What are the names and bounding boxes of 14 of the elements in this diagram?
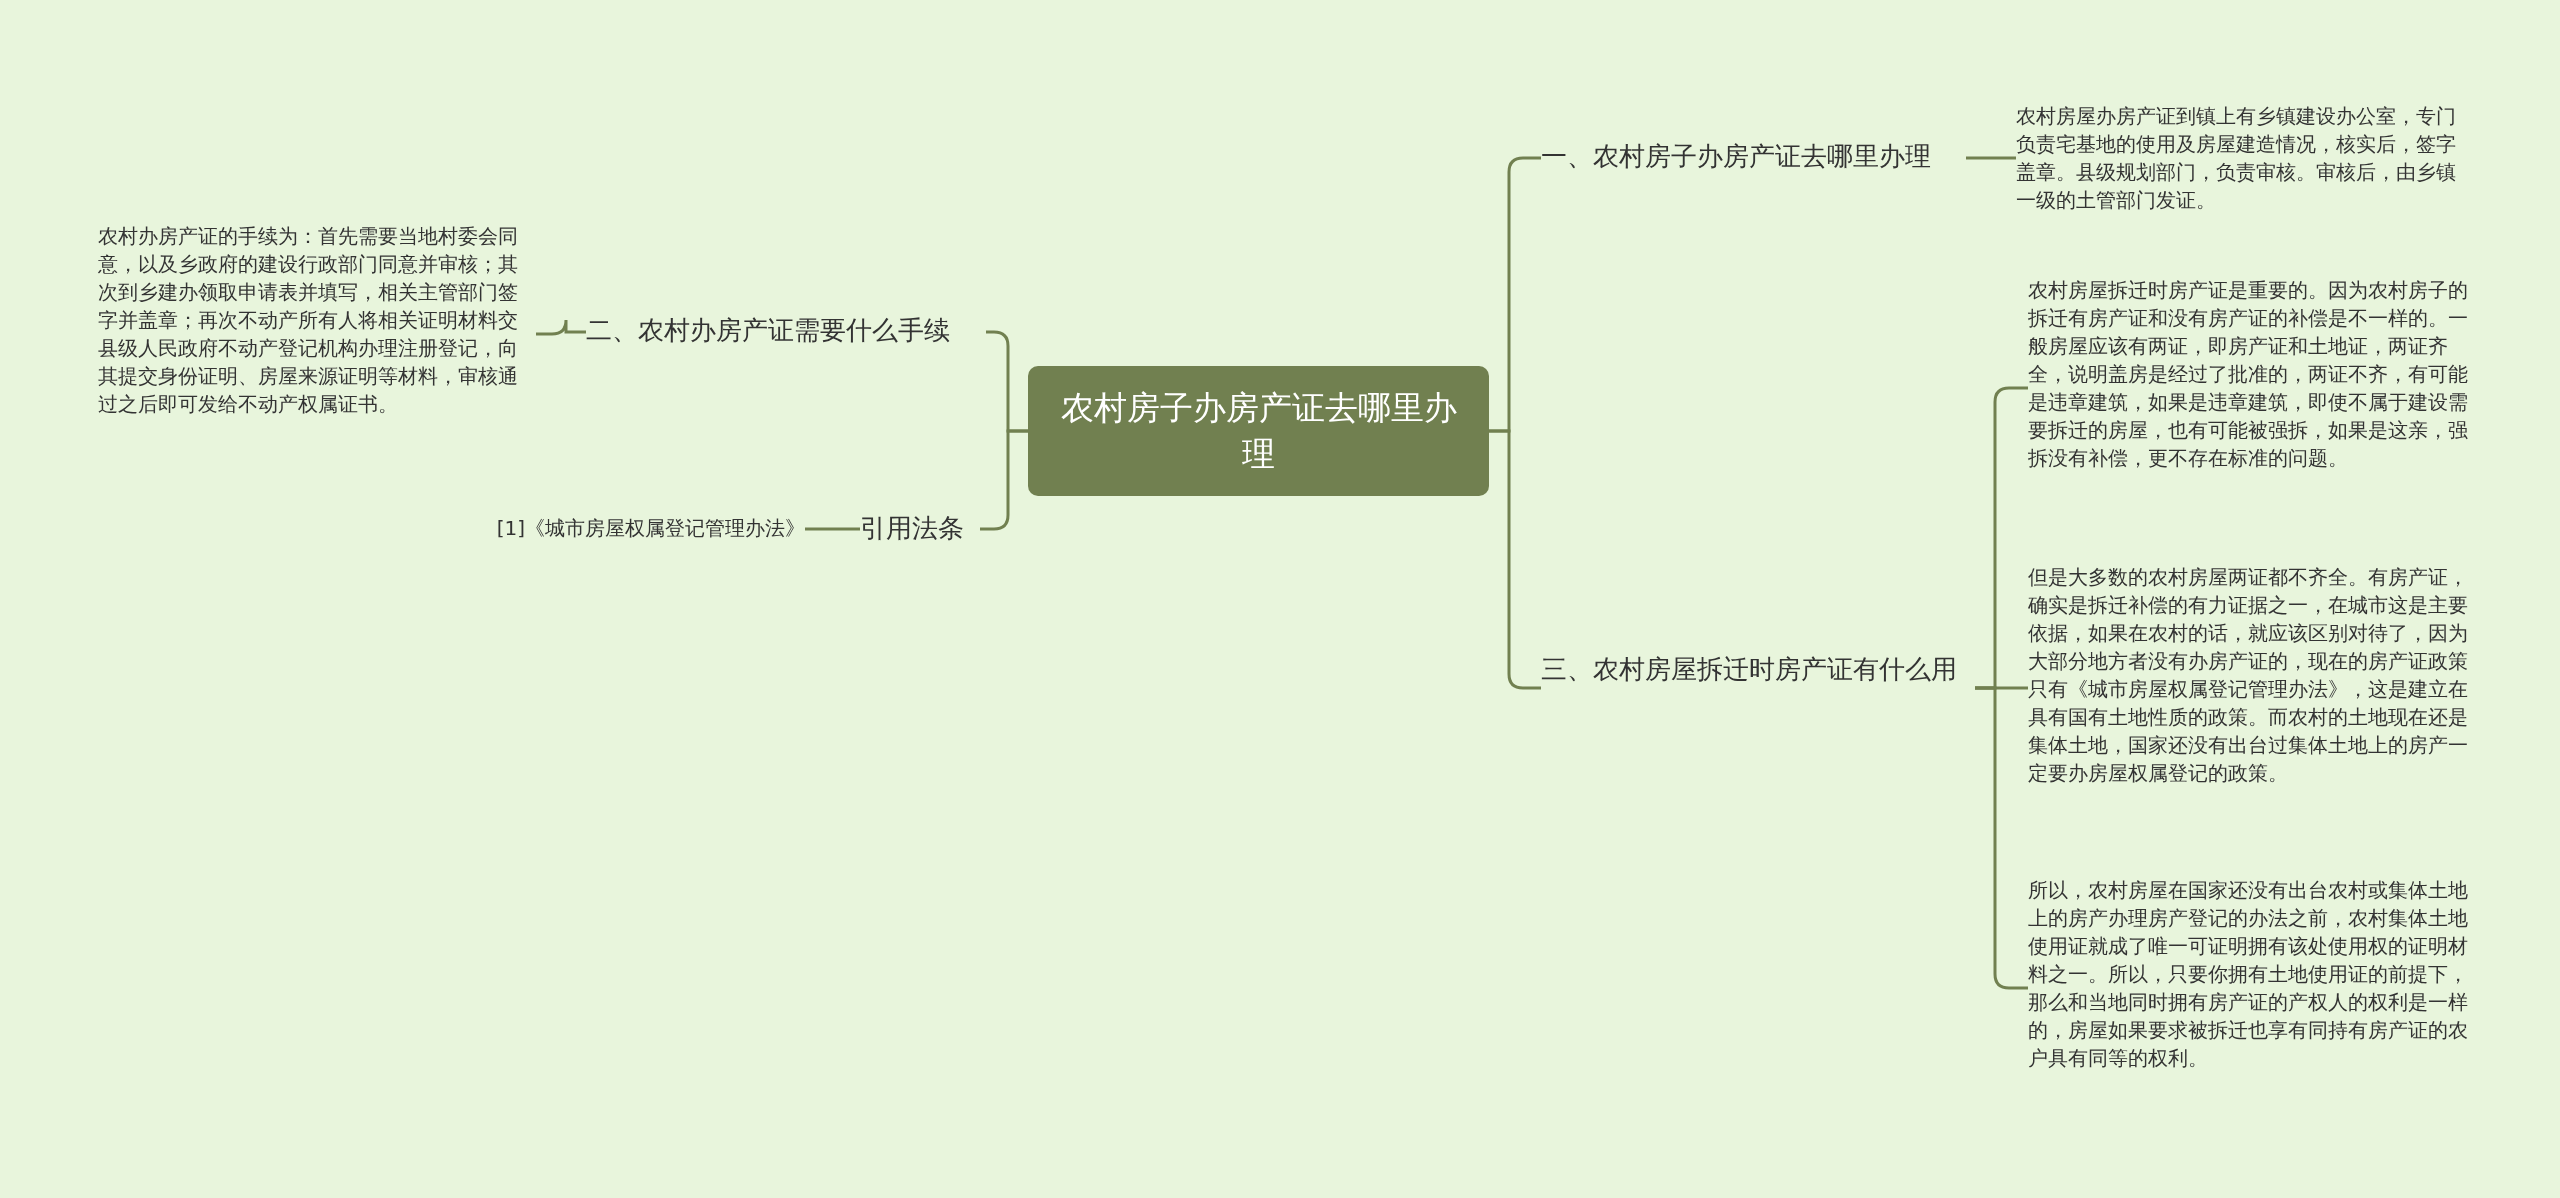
topic-text: 一、农村房子办房产证去哪里办理 — [1541, 138, 1966, 178]
connector-line — [1966, 156, 2016, 160]
topic-text: 引用法条 — [860, 510, 980, 548]
note-text: 农村房屋办房产证到镇上有乡镇建设办公室，专门负责宅基地的使用及房屋建造情况，核实后，签字盖章。县级规划部门，负责审核。审核后，由乡镇一级的土管部门发证。 — [2016, 102, 2461, 214]
connector-line — [536, 318, 586, 336]
note-text: [1]《城市房屋权属登记管理办法》 — [470, 514, 805, 544]
central-topic-box: 农村房子办房产证去哪里办理 — [1028, 366, 1489, 496]
note-text: 农村办房产证的手续为：首先需要当地村委会同意，以及乡政府的建设行政部门同意并审核；其次到乡建办领取申请表并填写，相关主管部门签字并盖章；再次不动产所有人将相关证明材料交县级人民政府不动产登记机构办理注册登记，向其提交身份证明、房屋来源证明等材料，审核通过之后即可发给不动产权属证书。 — [98, 222, 536, 446]
connector-line — [805, 527, 860, 531]
topic-text: 二、农村办房产证需要什么手续 — [586, 312, 986, 352]
note-text: 农村房屋拆迁时房产证是重要的。因为农村房子的拆迁有房产证和没有房产证的补偿是不一样的。一般房屋应该有两证，即房产证和土地证，两证齐全，说明盖房是经过了批准的，两证不齐，有可能是违章建筑，如果是违章建筑，即使不属于建设需要拆迁的房屋，也有可能被强拆，如果是这亲，强拆没有补偿，更不存在标准的问题。 — [2028, 276, 2468, 500]
note-text: 但是大多数的农村房屋两证都不齐全。有房产证，确实是拆迁补偿的有力证据之一，在城市这是主要依据，如果在农村的话，就应该区别对待了，因为大部分地方者没有办房产证的，现在的房产证政策只有《城市房屋权属登记管理办法》，这是建立在具有国有土地性质的政策。而农村的土地现在还是集体土地，国家还没有出台过集体土地上的房产一定要办房屋权属登记的政策。 — [2028, 563, 2468, 815]
topic-text: 三、农村房屋拆迁时房产证有什么用 — [1541, 651, 1975, 725]
note-text: 所以，农村房屋在国家还没有出台农村或集体土地上的房产办理房产登记的办法之前，农村集体土地使用证就成了唯一可证明拥有该处使用权的证明材料之一。所以，只要你拥有土地使用证的前提下，那么和当地同时拥有房产证的产权人的权利是一样的，房屋如果要求被拆迁也享有同持有房产证的农户具有同等的权利。 — [2028, 876, 2468, 1100]
